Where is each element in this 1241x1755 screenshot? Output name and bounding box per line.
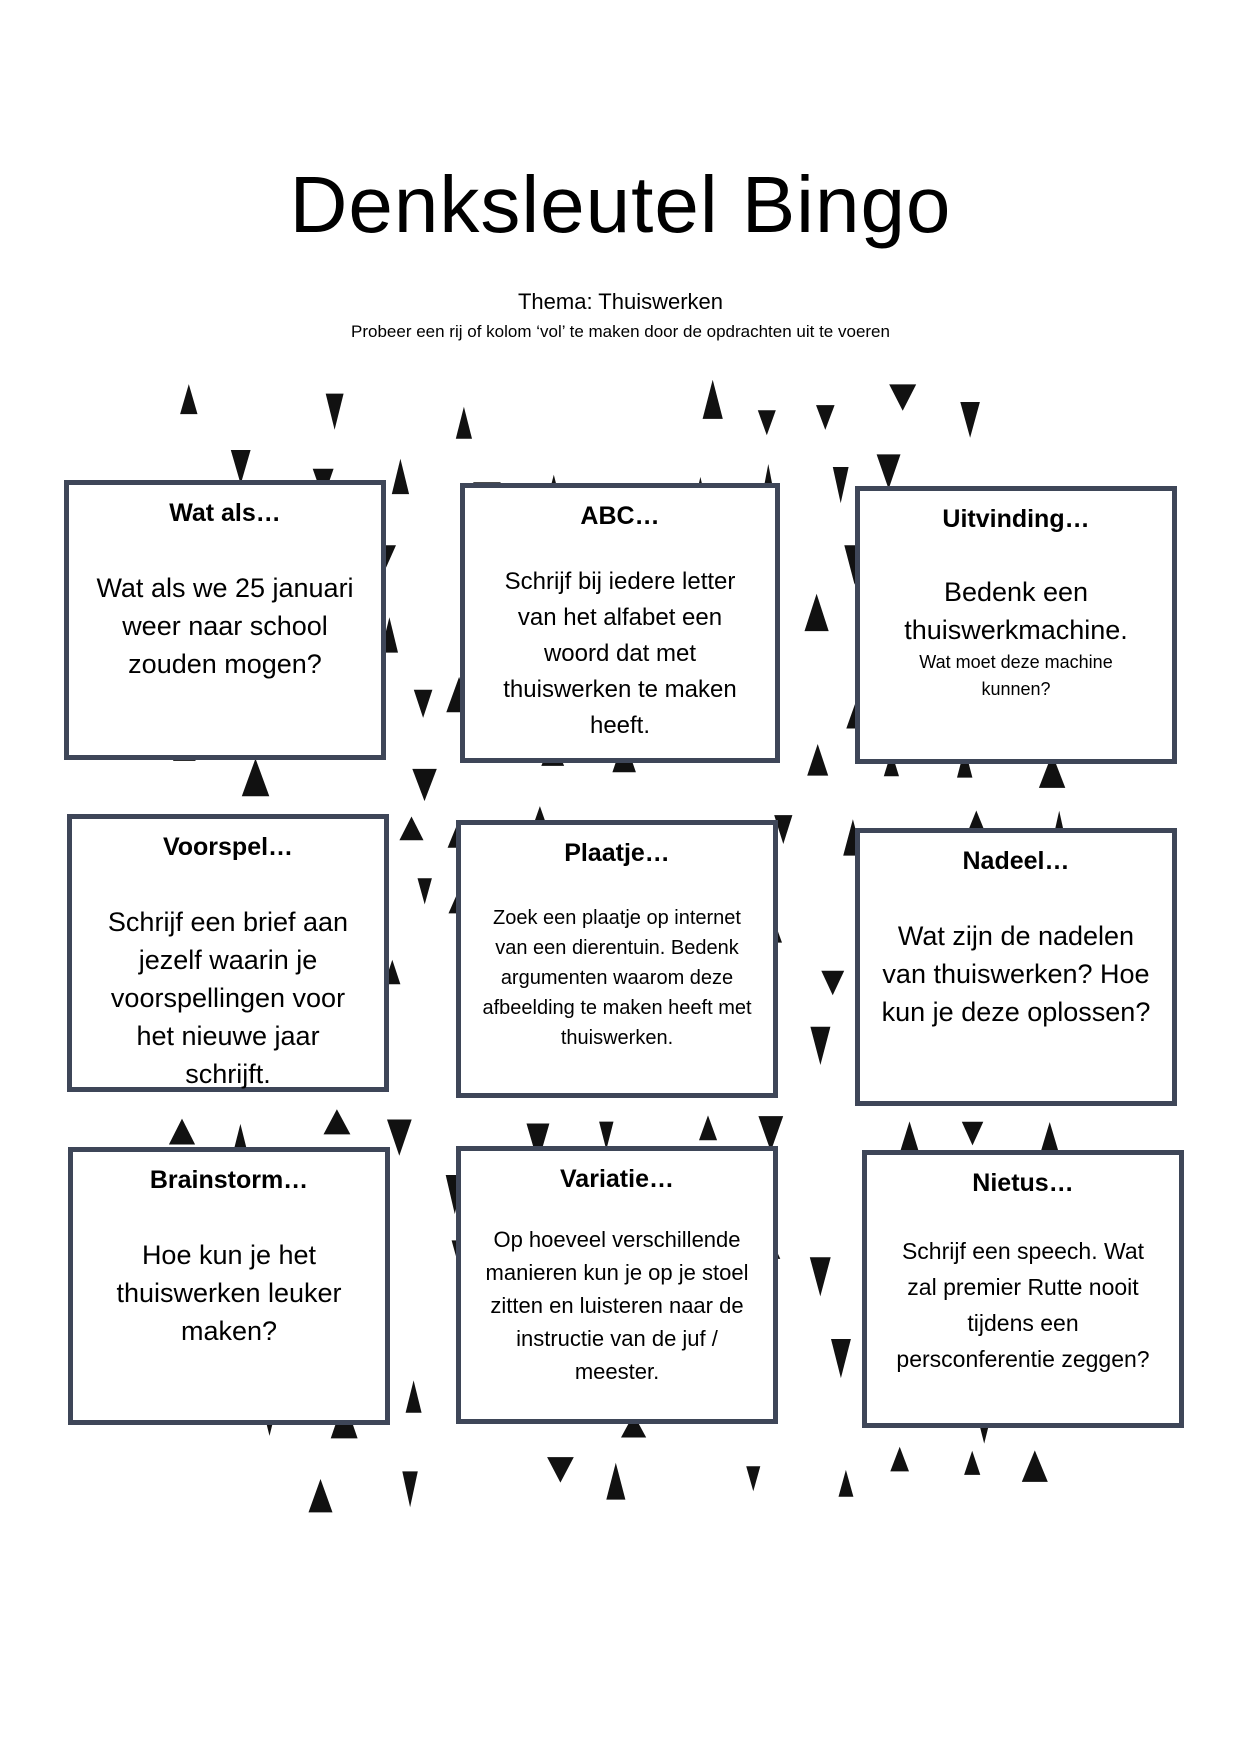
pattern-triangle xyxy=(323,1109,351,1135)
pattern-triangle xyxy=(876,454,901,489)
pattern-triangle xyxy=(412,768,437,802)
pattern-triangle xyxy=(821,970,845,996)
pattern-triangle xyxy=(890,1446,909,1472)
pattern-triangle xyxy=(455,406,472,439)
card-body: Wat zijn de nadelen van thuiswerken? Hoe… xyxy=(881,921,1151,1027)
pattern-triangle xyxy=(599,1121,614,1150)
card-title: Brainstorm… xyxy=(149,1166,309,1194)
pattern-triangle xyxy=(960,402,980,438)
card-body: Wat als we 25 januari weer naar school z… xyxy=(96,573,354,679)
card-body: Schrijf een speech. Wat zal premier Rutt… xyxy=(896,1238,1150,1372)
pattern-triangle xyxy=(699,1115,718,1141)
card-body: Op hoeveel verschillende manieren kun je… xyxy=(485,1227,749,1384)
card-body: Bedenk een thuiswerkmachine. xyxy=(904,577,1128,645)
pattern-triangle xyxy=(961,1121,984,1146)
pattern-triangle xyxy=(810,1026,831,1065)
pattern-triangle xyxy=(804,593,829,632)
card-title: Plaatje… xyxy=(564,839,670,867)
card-title: Variatie… xyxy=(560,1165,674,1193)
instruction-text: Probeer een rij of kolom ‘vol’ te maken … xyxy=(351,322,890,341)
bingo-card-voorspel: Voorspel… Schrijf een brief aan jezelf w… xyxy=(67,814,389,1092)
card-title: Voorspel… xyxy=(162,833,294,861)
pattern-triangle xyxy=(526,1123,550,1163)
pattern-triangle xyxy=(405,1380,422,1413)
pattern-triangle xyxy=(230,450,251,485)
pattern-triangle xyxy=(387,1119,412,1156)
bingo-card-nadeel: Nadeel… Wat zijn de nadelen van thuiswer… xyxy=(855,828,1177,1106)
pattern-triangle xyxy=(1038,753,1066,788)
card-body: Schrijf een brief aan jezelf waarin je v… xyxy=(107,907,349,1089)
card-body: Schrijf bij iedere letter van het alfabe… xyxy=(503,568,737,739)
bingo-card-variatie: Variatie… Op hoeveel verschillende manie… xyxy=(456,1146,778,1424)
theme-subtitle: Thema: Thuiswerken xyxy=(517,289,723,314)
pattern-triangle xyxy=(413,689,433,718)
pattern-triangle xyxy=(621,1414,647,1438)
pattern-triangle xyxy=(758,1116,784,1152)
pattern-triangle xyxy=(402,1471,418,1508)
card-title: Nietus… xyxy=(972,1169,1074,1197)
pattern-triangle xyxy=(180,384,198,415)
card-note: Wat moet deze machine kunnen? xyxy=(919,652,1113,699)
pattern-triangle xyxy=(606,1462,626,1500)
card-body: Hoe kun je het thuiswerken leuker maken? xyxy=(116,1240,342,1346)
pattern-triangle xyxy=(168,1118,196,1145)
card-title: Nadeel… xyxy=(962,847,1070,875)
pattern-triangle xyxy=(889,384,917,411)
pattern-triangle xyxy=(547,1457,574,1483)
pattern-triangle xyxy=(232,1123,248,1154)
card-title: ABC… xyxy=(580,502,660,530)
pattern-triangle xyxy=(391,458,410,495)
pattern-triangle xyxy=(1021,1450,1048,1482)
pattern-triangle xyxy=(1039,1122,1060,1156)
pattern-triangle xyxy=(399,816,424,841)
pattern-triangle xyxy=(241,758,270,797)
pattern-triangle xyxy=(838,1469,854,1497)
pattern-triangle xyxy=(807,744,829,776)
bingo-card-uitvinding: Uitvinding… Bedenk een thuiswerkmachine.… xyxy=(855,486,1177,764)
card-title: Uitvinding… xyxy=(942,505,1090,533)
pattern-triangle xyxy=(325,393,344,430)
bingo-card-nietus: Nietus… Schrijf een speech. Wat zal prem… xyxy=(862,1150,1184,1428)
pattern-triangle xyxy=(831,1339,851,1379)
pattern-triangle xyxy=(816,405,835,430)
bingo-card-wat-als: Wat als… Wat als we 25 januari weer naar… xyxy=(64,480,386,760)
pattern-triangle xyxy=(964,1450,981,1475)
pattern-triangle xyxy=(308,1479,333,1513)
bingo-card-abc: ABC… Schrijf bij iedere letter van het a… xyxy=(460,483,780,763)
pattern-triangle xyxy=(746,1466,761,1492)
pattern-triangle xyxy=(899,1121,920,1154)
pattern-triangle xyxy=(774,815,793,844)
pattern-triangle xyxy=(809,1257,831,1297)
pattern-triangle xyxy=(757,410,776,436)
bingo-card-plaatje: Plaatje… Zoek een plaatje op internet va… xyxy=(456,820,778,1098)
bingo-card-brainstorm: Brainstorm… Hoe kun je het thuiswerken l… xyxy=(68,1147,390,1425)
pattern-triangle xyxy=(417,878,432,905)
pattern-triangle xyxy=(832,467,849,504)
pattern-triangle xyxy=(702,380,723,419)
page-title: Denksleutel Bingo xyxy=(289,160,952,249)
card-body: Zoek een plaatje op internet van een die… xyxy=(482,907,752,1049)
card-title: Wat als… xyxy=(169,499,281,527)
